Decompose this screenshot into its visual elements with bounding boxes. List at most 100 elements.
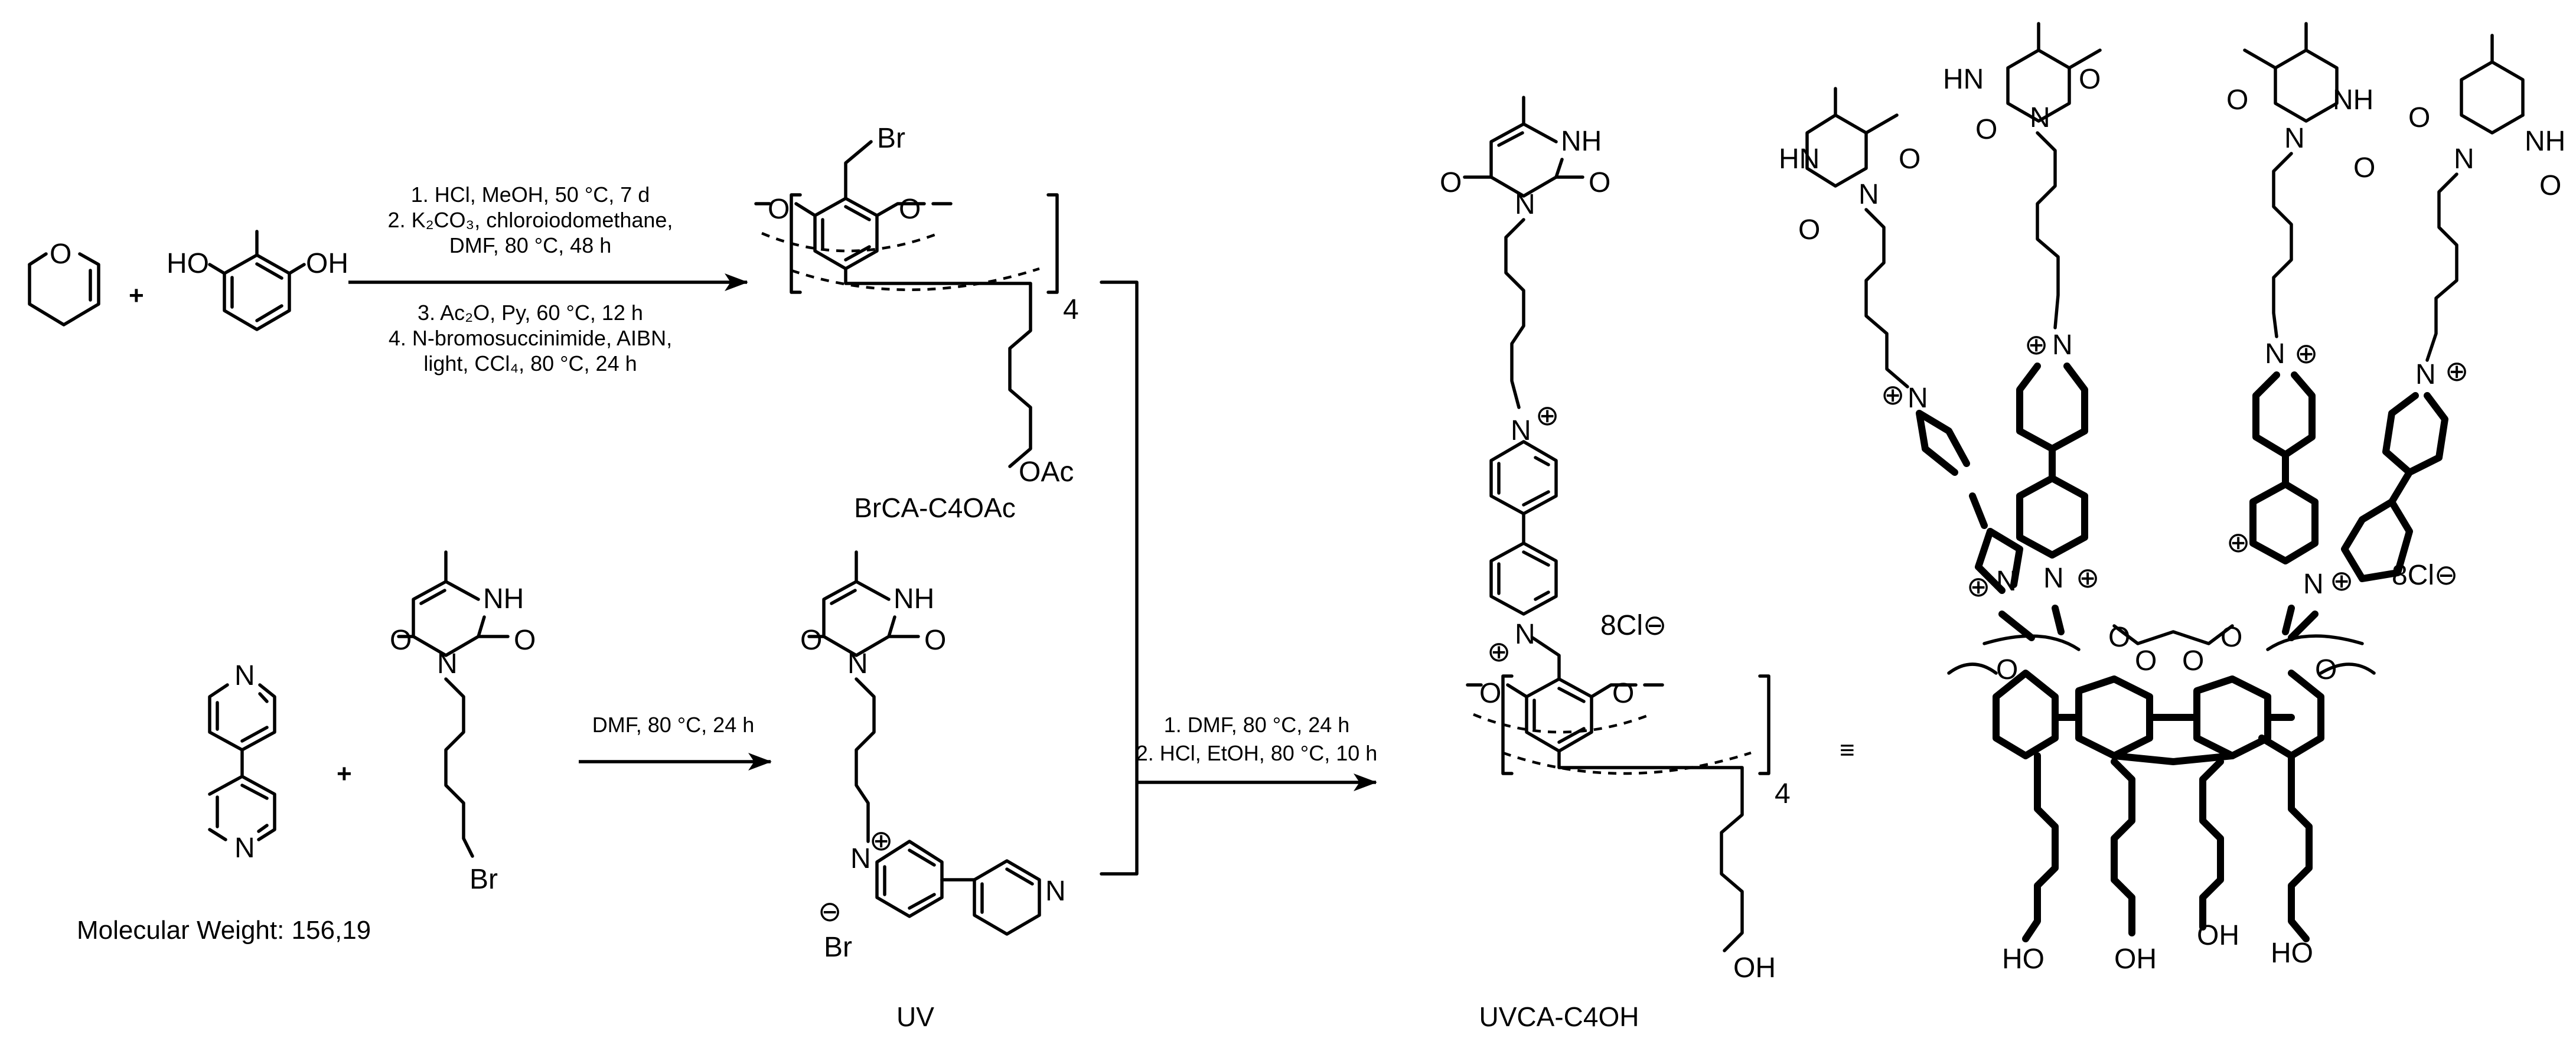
svg-text:N: N bbox=[2052, 329, 2073, 361]
svg-text:⊕: ⊕ bbox=[2445, 356, 2469, 387]
svg-text:⊕: ⊕ bbox=[1881, 380, 1905, 411]
step1-conditions: 1. HCl, MeOH, 50 °C, 7 d 2. K₂CO₃, chlor… bbox=[388, 182, 673, 376]
svg-text:1. DMF, 80 °C, 24 h: 1. DMF, 80 °C, 24 h bbox=[1164, 713, 1350, 737]
svg-text:O: O bbox=[2108, 622, 2130, 653]
plus-sign-2: + bbox=[337, 759, 352, 788]
svg-text:4: 4 bbox=[1063, 294, 1079, 325]
step2-conditions: DMF, 80 °C, 24 h bbox=[592, 713, 755, 737]
hydroxyl-label-left: HO bbox=[167, 248, 209, 279]
svg-text:⊕: ⊕ bbox=[2330, 566, 2353, 597]
svg-text:⊕: ⊕ bbox=[2294, 338, 2318, 370]
svg-text:O: O bbox=[2226, 84, 2248, 116]
svg-text:8Cl⊖: 8Cl⊖ bbox=[1600, 610, 1667, 641]
uracil-head-1: HN O O N bbox=[1779, 87, 1920, 246]
convergence-bracket bbox=[1100, 280, 1139, 876]
svg-text:N: N bbox=[1515, 619, 1535, 650]
svg-text:N: N bbox=[1858, 179, 1879, 210]
svg-text:2. HCl, EtOH, 80 °C, 10 h: 2. HCl, EtOH, 80 °C, 10 h bbox=[1136, 741, 1378, 765]
uvca-label: UVCA-C4OH bbox=[1479, 1001, 1639, 1032]
svg-text:1. HCl, MeOH, 50 °C, 7 d: 1. HCl, MeOH, 50 °C, 7 d bbox=[411, 182, 650, 207]
svg-text:N: N bbox=[1045, 876, 1066, 907]
svg-text:⊕: ⊕ bbox=[1535, 400, 1559, 432]
uvca-c4oh-structure: NH O N O N ⊕ N ⊕ 8Cl⊖ O O 4 OH UVCA-C4OH bbox=[1440, 96, 1791, 1032]
pyran-oxygen-label: O bbox=[50, 239, 71, 270]
svg-text:OH: OH bbox=[2114, 944, 2157, 975]
brca-label: BrCA-C4OAc bbox=[854, 492, 1015, 523]
svg-text:OAc: OAc bbox=[1019, 456, 1074, 488]
bromobutyl-uracil-structure: NH O N O Br bbox=[390, 550, 536, 895]
svg-text:O: O bbox=[2182, 645, 2204, 677]
uv-label: UV bbox=[896, 1001, 934, 1032]
svg-text:⊕: ⊕ bbox=[1967, 572, 1990, 603]
svg-text:O: O bbox=[1479, 678, 1501, 709]
svg-text:HO: HO bbox=[2271, 938, 2313, 969]
svg-text:O: O bbox=[2135, 645, 2157, 677]
svg-text:NH: NH bbox=[2525, 126, 2565, 157]
svg-text:Br: Br bbox=[469, 864, 498, 895]
svg-text:N: N bbox=[234, 660, 255, 691]
svg-text:N: N bbox=[847, 648, 868, 680]
svg-text:O: O bbox=[768, 194, 790, 225]
svg-text:N: N bbox=[2303, 569, 2324, 600]
svg-text:NH: NH bbox=[2333, 84, 2373, 116]
equivalence-sign: ≡ bbox=[1840, 736, 1855, 765]
dihydropyran-structure: O bbox=[28, 239, 100, 327]
bipyridine-structure: N N Molecular Weight: 156,19 bbox=[77, 660, 371, 945]
svg-text:NH: NH bbox=[894, 583, 934, 615]
svg-text:3. Ac₂O, Py, 60 °C, 12 h: 3. Ac₂O, Py, 60 °C, 12 h bbox=[418, 301, 643, 325]
svg-text:N: N bbox=[1907, 383, 1928, 414]
svg-text:OH: OH bbox=[1733, 952, 1776, 984]
svg-text:N: N bbox=[2454, 143, 2474, 175]
svg-text:⊕: ⊕ bbox=[2024, 329, 2048, 361]
svg-text:HO: HO bbox=[2002, 944, 2045, 975]
svg-text:O: O bbox=[1440, 167, 1462, 198]
svg-text:4. N-bromosuccinimide, AIBN,: 4. N-bromosuccinimide, AIBN, bbox=[389, 326, 672, 350]
svg-text:4: 4 bbox=[1775, 778, 1791, 809]
svg-text:O: O bbox=[390, 625, 412, 656]
svg-text:8Cl⊖: 8Cl⊖ bbox=[2392, 560, 2458, 591]
svg-text:⊕: ⊕ bbox=[869, 825, 893, 857]
svg-text:⊕: ⊕ bbox=[1487, 636, 1511, 668]
svg-text:⊕: ⊕ bbox=[2226, 527, 2250, 559]
svg-text:NH: NH bbox=[483, 583, 524, 615]
svg-text:N: N bbox=[1515, 189, 1535, 220]
svg-text:⊖: ⊖ bbox=[818, 896, 842, 928]
step3-conditions: 1. DMF, 80 °C, 24 h 2. HCl, EtOH, 80 °C,… bbox=[1136, 713, 1378, 765]
svg-text:HN: HN bbox=[1943, 64, 1984, 95]
svg-text:O: O bbox=[924, 625, 946, 656]
svg-text:N: N bbox=[850, 843, 871, 874]
svg-text:N: N bbox=[1996, 566, 2017, 597]
svg-text:HN: HN bbox=[1779, 143, 1819, 175]
svg-text:N: N bbox=[2265, 338, 2285, 370]
svg-text:N: N bbox=[2415, 359, 2436, 390]
brca-c4oac-structure: Br O O 4 OAc BrCA-C4OAc bbox=[754, 123, 1079, 523]
svg-text:light, CCl₄, 80 °C, 24 h: light, CCl₄, 80 °C, 24 h bbox=[423, 351, 637, 376]
svg-text:O: O bbox=[514, 625, 536, 656]
svg-text:O: O bbox=[899, 194, 921, 225]
uracil-head-2: HN O O N bbox=[1943, 22, 2102, 145]
svg-text:O: O bbox=[1798, 214, 1820, 246]
svg-text:⊕: ⊕ bbox=[2076, 563, 2099, 594]
uracil-head-3: NH O O N bbox=[2226, 22, 2375, 184]
svg-text:O: O bbox=[2408, 102, 2430, 133]
svg-text:2. K₂CO₃, chloroiodomethane,: 2. K₂CO₃, chloroiodomethane, bbox=[388, 208, 673, 232]
hydroxyl-label-right: OH bbox=[306, 248, 348, 279]
svg-text:N: N bbox=[2043, 563, 2064, 594]
svg-text:Br: Br bbox=[877, 123, 905, 154]
svg-text:O: O bbox=[2539, 170, 2561, 201]
svg-text:N: N bbox=[1511, 415, 1531, 446]
svg-text:N: N bbox=[2284, 123, 2305, 154]
uv-structure: NH O N O N ⊕ ⊖ Br N UV bbox=[800, 550, 1066, 1032]
svg-text:N: N bbox=[234, 833, 255, 864]
svg-text:O: O bbox=[2079, 64, 2101, 95]
svg-text:O: O bbox=[2353, 152, 2375, 184]
svg-text:O: O bbox=[1589, 167, 1610, 198]
bipyridine-mw-label: Molecular Weight: 156,19 bbox=[77, 916, 371, 945]
uracil-head-4: NH O O N bbox=[2408, 34, 2565, 201]
svg-text:O: O bbox=[800, 625, 822, 656]
svg-text:O: O bbox=[1975, 114, 1997, 145]
svg-text:Br: Br bbox=[824, 932, 852, 963]
svg-text:NH: NH bbox=[1561, 126, 1602, 157]
svg-text:O: O bbox=[2220, 622, 2242, 653]
